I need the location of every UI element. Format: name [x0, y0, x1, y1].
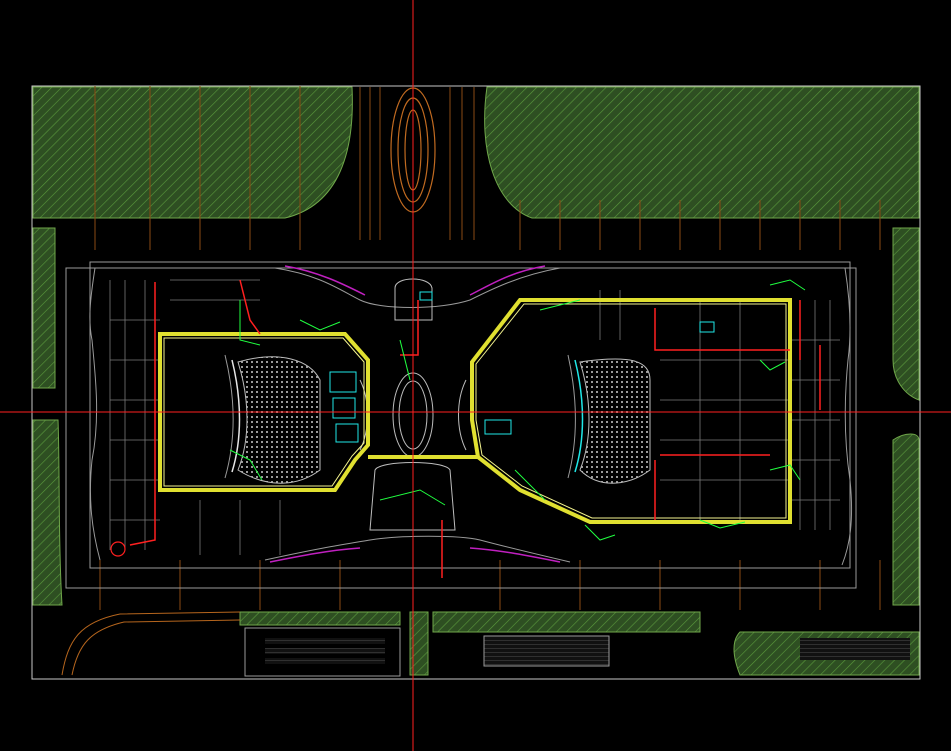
curved-road [61, 611, 241, 676]
sheet-border [31, 85, 921, 680]
building-outline [65, 261, 857, 589]
plaza-grid [94, 86, 881, 610]
parking-area [244, 627, 910, 677]
yellow-corridor-inner [163, 303, 787, 519]
pickbox-marker [110, 541, 126, 557]
red-pipes [129, 279, 821, 578]
right-auditorium [567, 354, 651, 484]
yellow-corridor [158, 298, 792, 524]
facade-arcs [269, 265, 561, 563]
equipment-blocks [329, 291, 715, 443]
green-branches [229, 279, 806, 541]
room-partitions [109, 279, 840, 555]
left-auditorium [224, 354, 321, 484]
